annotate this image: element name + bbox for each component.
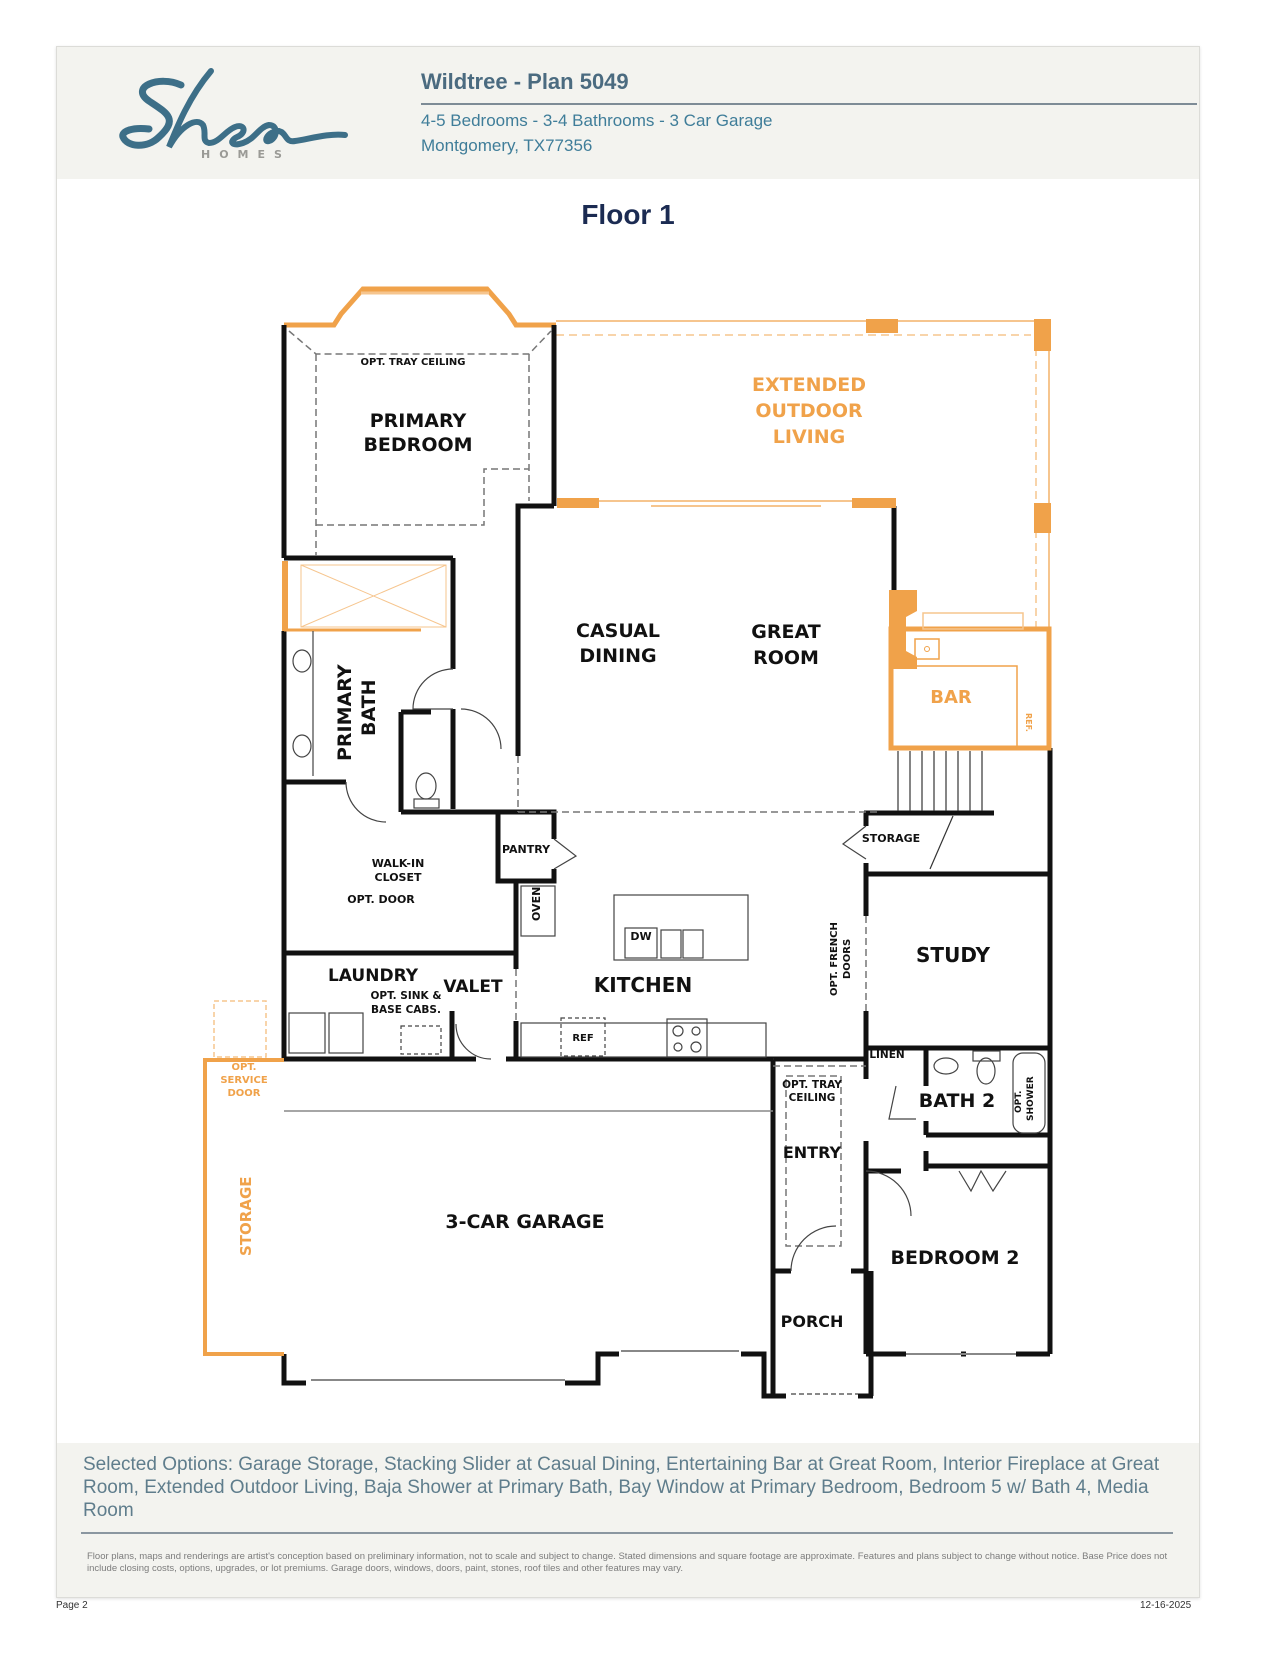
page-footer: Selected Options: Garage Storage, Stacki… (57, 1443, 1199, 1597)
label-laundry: LAUNDRY (328, 966, 419, 986)
label-bedroom-2: BEDROOM 2 (891, 1247, 1020, 1269)
garage-doors (311, 1350, 1016, 1395)
label-opt-shower-2: SHOWER (1026, 1076, 1036, 1121)
label-study: STUDY (916, 943, 990, 967)
label-opt-tray-ceiling: OPT. TRAY CEILING (361, 357, 466, 368)
label-opt-service-door-3: DOOR (227, 1088, 260, 1099)
label-extended-outdoor-living-2: OUTDOOR (755, 400, 863, 422)
label-entry: ENTRY (783, 1143, 842, 1162)
page-header: HOMES Wildtree - Plan 5049 4-5 Bedrooms … (57, 47, 1199, 179)
label-great-room-2: ROOM (753, 647, 819, 669)
option-elements (203, 498, 1052, 1356)
label-opt-french-doors-2: DOORS (842, 939, 853, 979)
dashed-lines (288, 330, 881, 1247)
label-opt-shower: OPT. (1014, 1091, 1024, 1113)
label-bar-ref: REF. (1024, 713, 1033, 732)
header-divider (421, 103, 1197, 105)
extended-outdoor-living (556, 319, 1051, 629)
label-opt-sink: OPT. SINK & (370, 990, 441, 1002)
shea-homes-logo: HOMES (119, 68, 348, 161)
selected-options: Selected Options: Garage Storage, Stacki… (83, 1454, 1160, 1521)
label-valet: VALET (443, 977, 503, 997)
label-casual-dining-2: DINING (579, 645, 656, 667)
label-walk-in-closet-2: CLOSET (375, 871, 422, 884)
floor-plan-drawing: OPT. TRAY CEILING PRIMARY BEDROOM EXTEND… (203, 286, 1053, 1399)
label-opt-tray-entry: OPT. TRAY (782, 1079, 842, 1091)
label-dw: DW (630, 930, 651, 943)
label-opt-french-doors: OPT. FRENCH (829, 922, 840, 996)
label-opt-service-door-2: SERVICE (220, 1075, 268, 1086)
label-great-room: GREAT (751, 621, 820, 643)
label-opt-sink-2: BASE CABS. (371, 1004, 441, 1016)
label-primary-bedroom: PRIMARY (370, 410, 467, 432)
label-opt-service-door: OPT. (232, 1062, 257, 1073)
label-casual-dining: CASUAL (576, 620, 660, 642)
room-labels: OPT. TRAY CEILING PRIMARY BEDROOM EXTEND… (220, 357, 1036, 1331)
label-walk-in-closet: WALK-IN (372, 857, 425, 870)
logo-homes-text: HOMES (201, 148, 291, 161)
plan-title: Wildtree - Plan 5049 (421, 69, 629, 94)
footer-divider (81, 1532, 1173, 1534)
label-extended-outdoor-living: EXTENDED (752, 374, 866, 396)
label-bath-2: BATH 2 (919, 1090, 995, 1112)
label-storage: STORAGE (862, 832, 920, 845)
page-number: Page 2 (56, 1600, 88, 1611)
document-date: 12-16-2025 (1140, 1600, 1192, 1611)
bay-window (284, 286, 556, 328)
label-extended-outdoor-living-3: LIVING (773, 426, 845, 448)
label-3-car-garage: 3-CAR GARAGE (445, 1211, 604, 1233)
plan-specs: 4-5 Bedrooms - 3-4 Bathrooms - 3 Car Gar… (421, 111, 773, 130)
label-garage-storage: STORAGE (237, 1176, 255, 1256)
label-linen: LINEN (869, 1049, 904, 1061)
floor-title: Floor 1 (581, 199, 675, 230)
floorplan-page: HOMES Wildtree - Plan 5049 4-5 Bedrooms … (56, 46, 1200, 1598)
walls (281, 325, 1053, 1399)
label-opt-door: OPT. DOOR (347, 893, 415, 906)
kitchen-fixtures (288, 631, 1046, 1272)
label-primary-bath: PRIMARY (334, 664, 356, 761)
label-bar: BAR (930, 687, 972, 708)
label-oven: OVEN (530, 887, 543, 921)
label-kitchen: KITCHEN (594, 973, 692, 997)
label-opt-tray-entry-2: CEILING (789, 1092, 836, 1104)
label-porch: PORCH (781, 1312, 844, 1331)
label-primary-bath-2: BATH (358, 679, 380, 736)
label-primary-bedroom-2: BEDROOM (363, 434, 472, 456)
label-ref: REF (572, 1033, 593, 1044)
disclaimer: Floor plans, maps and renderings are art… (87, 1551, 1168, 1574)
plan-location: Montgomery, TX77356 (421, 136, 593, 155)
label-pantry: PANTRY (502, 843, 551, 856)
